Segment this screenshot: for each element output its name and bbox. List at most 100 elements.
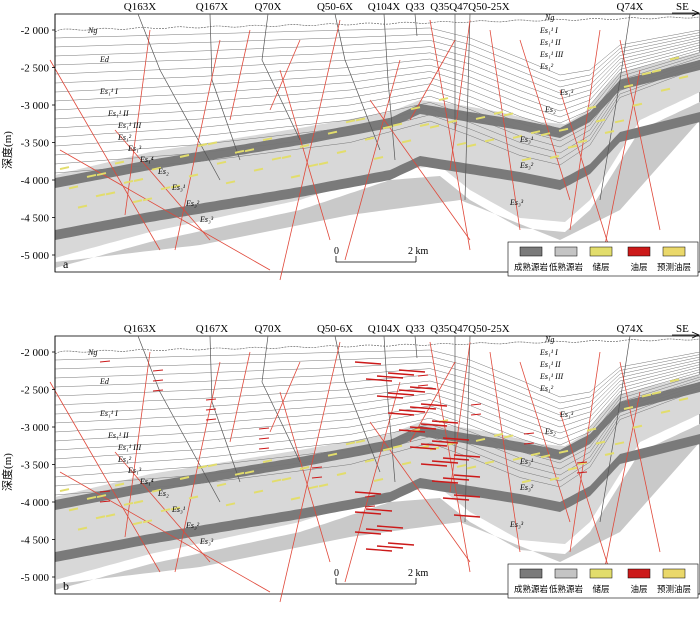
reservoir-lens [586, 427, 597, 432]
reservoir-lens [512, 456, 523, 461]
reservoir-lens [401, 461, 412, 466]
formation-line [54, 27, 700, 76]
oil-layer [431, 480, 459, 484]
oil-layer [364, 495, 376, 498]
formation-label: Es₁¹ III [117, 121, 142, 130]
reservoir-lens [132, 199, 143, 204]
reservoir-lens [96, 494, 107, 499]
reservoir-lens [614, 119, 625, 124]
formation-label-right: Es₁³ [559, 410, 574, 419]
depth-tick-label: -2 500 [21, 385, 50, 397]
reservoir-lens [567, 144, 578, 149]
formation-label: Es₁¹ II [107, 431, 129, 440]
reservoir-lens [105, 513, 116, 518]
reservoir-lens [401, 139, 412, 144]
reservoir-lens [456, 463, 467, 468]
fault-line [569, 29, 601, 231]
reservoir-lens [336, 472, 347, 476]
oil-layer [99, 360, 111, 363]
fault-line [489, 29, 521, 231]
reservoir-lens [179, 154, 190, 158]
reservoir-lens [632, 102, 643, 107]
well-label: Q35Q47Q50-25X [430, 323, 509, 335]
oil-layer [470, 403, 482, 406]
reservoir-lens [493, 432, 504, 437]
formation-label-right: Es₁¹ II [539, 38, 561, 47]
reservoir-lens [521, 479, 532, 484]
formation-label-right: Es₃³ [509, 198, 524, 207]
reservoir-lens [651, 69, 662, 73]
legend-label: 油层 [630, 262, 647, 272]
formation-label: Es₁¹ II [107, 109, 129, 118]
oil-layer [453, 454, 481, 458]
reservoir-lens [364, 136, 375, 141]
mature-source-rock-band [55, 382, 700, 510]
reservoir-lens [179, 476, 190, 480]
legend-swatch [519, 246, 543, 257]
formation-label: Es₂ [157, 167, 169, 176]
formation-label-right: Es₃¹ [519, 457, 534, 466]
oil-layer [576, 461, 588, 464]
direction-arrow-head [691, 331, 700, 339]
fault-line [619, 361, 661, 553]
oil-layer [365, 548, 393, 552]
reservoir-lens [540, 132, 551, 137]
oil-layer [152, 379, 164, 382]
oil-layer [431, 420, 459, 424]
formation-line [54, 379, 700, 464]
fault-line [429, 341, 471, 573]
formation-label-right: Es₂ [544, 427, 556, 436]
fault-line [49, 381, 161, 573]
reservoir-lens [142, 519, 153, 524]
oil-layer [576, 471, 588, 474]
reservoir-lens [567, 466, 578, 471]
reservoir-lens [503, 112, 514, 117]
formation-line [54, 354, 700, 404]
mature-source-rock-band [55, 434, 700, 562]
depth-axis-label: 深度(m) [0, 131, 14, 169]
formation-label: Es₃³ [199, 537, 214, 546]
reservoir-lens [669, 56, 680, 61]
fault-line [269, 39, 301, 111]
reservoir-lens [253, 167, 264, 172]
scale-start: 0 [334, 246, 339, 257]
formation-line [54, 366, 700, 434]
fault-line [124, 29, 151, 216]
oil-layer [409, 446, 437, 450]
oil-layer [442, 437, 470, 441]
depth-tick-label: -4 000 [21, 175, 50, 187]
reservoir-lens [345, 119, 356, 124]
oil-layer [258, 437, 270, 440]
well-trace [334, 13, 381, 151]
oil-layer [354, 491, 382, 495]
depth-tick-label: -2 000 [21, 347, 50, 359]
reservoir-lens [160, 508, 171, 513]
formation-label-right: Es₁¹ II [539, 360, 561, 369]
oil-layer [420, 443, 448, 447]
reservoir-lens [540, 454, 551, 459]
oil-layer [387, 392, 415, 396]
lower-sequence-band [55, 102, 700, 268]
fault-line [174, 39, 221, 251]
reservoir-lens [327, 130, 338, 135]
legend-label: 成熟源岩 [514, 584, 549, 594]
reservoir-lens [68, 185, 79, 190]
reservoir-lens [345, 441, 356, 446]
legend-label: 预测油层 [657, 262, 691, 272]
depth-tick-label: -3 500 [21, 138, 50, 150]
well-trace [414, 13, 418, 37]
legend-swatch [519, 568, 543, 579]
reservoir-lens [281, 155, 292, 159]
reservoir-lens [327, 452, 338, 457]
oil-layer [365, 528, 393, 532]
well-label: Q163X [124, 323, 156, 335]
oil-layer [258, 427, 270, 430]
fault-line [49, 59, 161, 251]
reservoir-lens [123, 501, 134, 506]
panel-tag: b [63, 579, 69, 593]
oil-layer [523, 432, 535, 435]
well-trace [137, 335, 221, 503]
oil-layer [442, 477, 470, 481]
formation-label-right: Es₁¹ I [539, 26, 558, 35]
